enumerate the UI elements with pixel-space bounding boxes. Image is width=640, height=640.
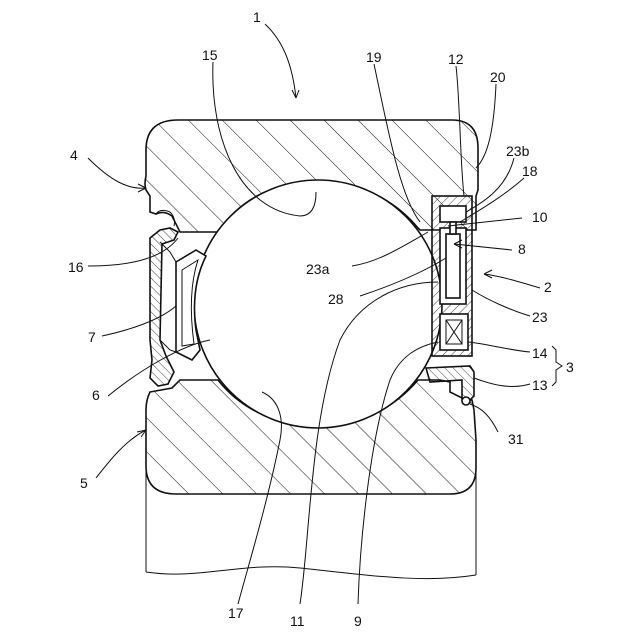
label-1: 1 (253, 9, 261, 25)
terminal-pin (450, 222, 456, 234)
label-9: 9 (354, 613, 362, 629)
label-18: 18 (522, 163, 538, 179)
label-14: 14 (532, 345, 548, 361)
label-17: 17 (228, 605, 244, 621)
housing-cap (440, 206, 466, 222)
label-11: 11 (290, 613, 305, 629)
label-2: 2 (544, 279, 552, 295)
label-15: 15 (202, 47, 218, 63)
left-seal (150, 228, 178, 386)
ball (194, 180, 442, 428)
label-19: 19 (366, 49, 382, 65)
label-13: 13 (532, 377, 548, 393)
label-4: 4 (70, 147, 78, 163)
label-23b: 23b (506, 143, 530, 159)
label-8: 8 (518, 241, 526, 257)
label-3: 3 (566, 359, 574, 375)
label-23a: 23a (306, 261, 330, 277)
label-23: 23 (532, 309, 548, 325)
label-16: 16 (68, 259, 84, 275)
label-5: 5 (80, 475, 88, 491)
label-31: 31 (508, 431, 524, 447)
label-7: 7 (88, 329, 96, 345)
label-28: 28 (328, 291, 344, 307)
label-6: 6 (92, 387, 100, 403)
sensor-element (446, 234, 460, 298)
label-20: 20 (490, 69, 506, 85)
shaft-break-line (146, 567, 476, 579)
label-12: 12 (448, 51, 464, 67)
seal-lip-31 (462, 397, 470, 405)
label-10: 10 (532, 209, 548, 225)
